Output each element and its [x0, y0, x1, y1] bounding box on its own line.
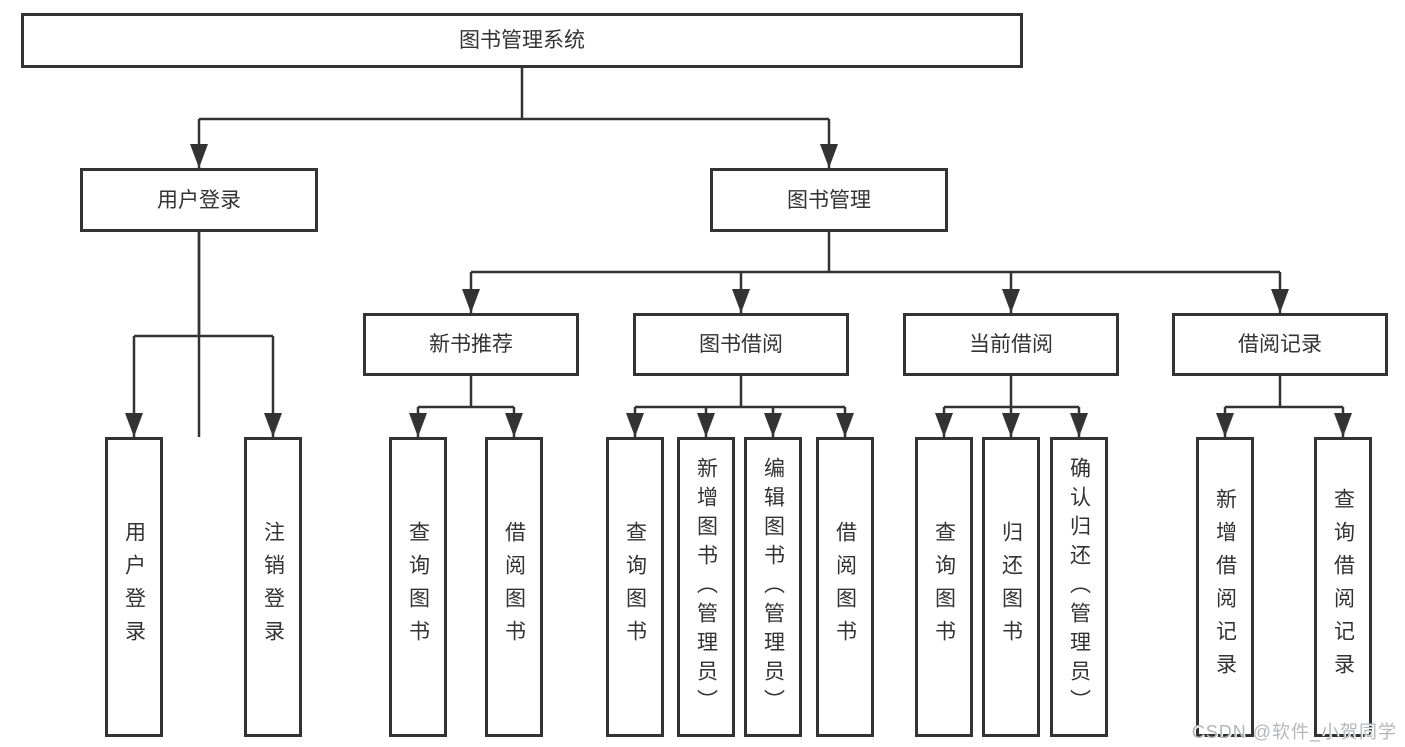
leaf-query-books-recommend: 查询图书	[389, 437, 447, 737]
connector-newbook-to-leaves	[416, 376, 516, 437]
node-label: 图书管理系统	[459, 29, 585, 52]
leaf-user-login: 用户登录	[105, 437, 163, 737]
node-label: 用户登录	[157, 188, 241, 212]
leaf-add-borrow-record: 新增借阅记录	[1196, 437, 1254, 737]
leaf-label: 确认归还（管理员）	[1067, 456, 1091, 718]
leaf-edit-books-admin: 编辑图书（管理员）	[744, 437, 802, 737]
leaf-borrow-books-recommend: 借阅图书	[485, 437, 543, 737]
node-borrowing-records: 借阅记录	[1172, 313, 1388, 376]
node-book-borrowing: 图书借阅	[633, 313, 849, 376]
leaf-label: 编辑图书（管理员）	[761, 456, 785, 718]
leaf-add-books-admin: 新增图书（管理员）	[677, 437, 735, 737]
node-current-borrowing: 当前借阅	[903, 313, 1119, 376]
connector-userlogin-to-leaves	[132, 232, 275, 437]
connector-current-to-leaves	[942, 376, 1081, 437]
leaf-query-books-current: 查询图书	[915, 437, 973, 737]
leaf-query-books-borrowing: 查询图书	[606, 437, 664, 737]
node-label: 当前借阅	[969, 333, 1053, 356]
leaf-label: 新增图书（管理员）	[694, 456, 718, 718]
leaf-logout: 注销登录	[244, 437, 302, 737]
node-new-book-recommendation: 新书推荐	[363, 313, 579, 376]
leaf-label: 查询借阅记录	[1331, 488, 1355, 686]
leaf-borrow-books: 借阅图书	[816, 437, 874, 737]
node-library-management-system: 图书管理系统	[21, 13, 1023, 68]
node-book-management: 图书管理	[710, 168, 948, 232]
node-label: 图书借阅	[699, 333, 783, 356]
csdn-watermark: CSDN @软件_小贺同学	[1191, 722, 1397, 742]
connector-bookmgmt-to-level3	[469, 232, 1282, 313]
node-label: 图书管理	[787, 188, 871, 212]
node-user-login: 用户登录	[80, 168, 318, 232]
leaf-label: 查询图书	[406, 521, 430, 653]
leaf-label: 新增借阅记录	[1213, 488, 1237, 686]
node-label: 借阅记录	[1238, 333, 1322, 356]
leaf-label: 借阅图书	[833, 521, 857, 653]
leaf-label: 用户登录	[122, 521, 146, 653]
connector-borrow-to-leaves	[633, 376, 847, 437]
leaf-label: 查询图书	[623, 521, 647, 653]
leaf-label: 归还图书	[999, 521, 1023, 653]
leaf-query-borrow-record: 查询借阅记录	[1314, 437, 1372, 737]
connector-root-to-level2	[197, 68, 831, 437]
leaf-label: 注销登录	[261, 521, 285, 653]
leaf-label: 查询图书	[932, 521, 956, 653]
leaf-confirm-return-admin: 确认归还（管理员）	[1050, 437, 1108, 737]
connector-records-to-leaves	[1223, 376, 1345, 437]
leaf-label: 借阅图书	[502, 521, 526, 653]
node-label: 新书推荐	[429, 333, 513, 356]
leaf-return-books: 归还图书	[982, 437, 1040, 737]
